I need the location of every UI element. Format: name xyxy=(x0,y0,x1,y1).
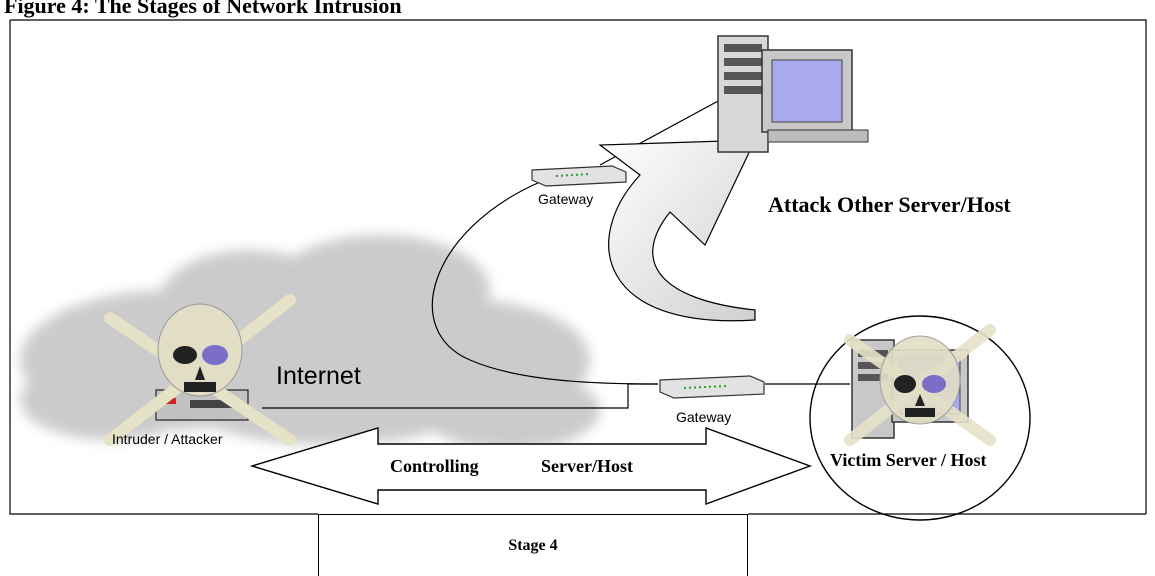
internet-cloud xyxy=(20,235,600,450)
internet-link-curve xyxy=(431,181,659,385)
gateway-bottom-label: Gateway xyxy=(676,409,731,425)
stage-label: Stage 4 xyxy=(508,537,558,554)
victim-label: Victim Server / Host xyxy=(830,450,986,470)
server-host-label: Server/Host xyxy=(541,456,633,476)
intruder-skull-icon xyxy=(104,294,296,446)
gateway-bottom-icon xyxy=(659,375,765,399)
figure-heading: Figure 4: The Stages of Network Intrusio… xyxy=(4,0,402,18)
controlling-label: Controlling xyxy=(390,456,479,476)
target-computer-icon xyxy=(717,35,869,153)
gateway-top-icon xyxy=(531,165,627,187)
victim-circle xyxy=(809,315,1031,521)
attack-curved-arrow xyxy=(598,139,756,322)
attack-other-label: Attack Other Server/Host xyxy=(768,192,1011,217)
frame-border xyxy=(9,19,1147,515)
network-links xyxy=(262,99,850,409)
gateway-top-label: Gateway xyxy=(538,191,593,207)
controlling-double-arrow xyxy=(249,426,813,506)
intruder-label: Intruder / Attacker xyxy=(112,431,223,447)
victim-skull-icon xyxy=(844,324,996,446)
internet-label: Internet xyxy=(276,362,361,390)
stage-caption-box: Stage 4 xyxy=(318,514,748,576)
